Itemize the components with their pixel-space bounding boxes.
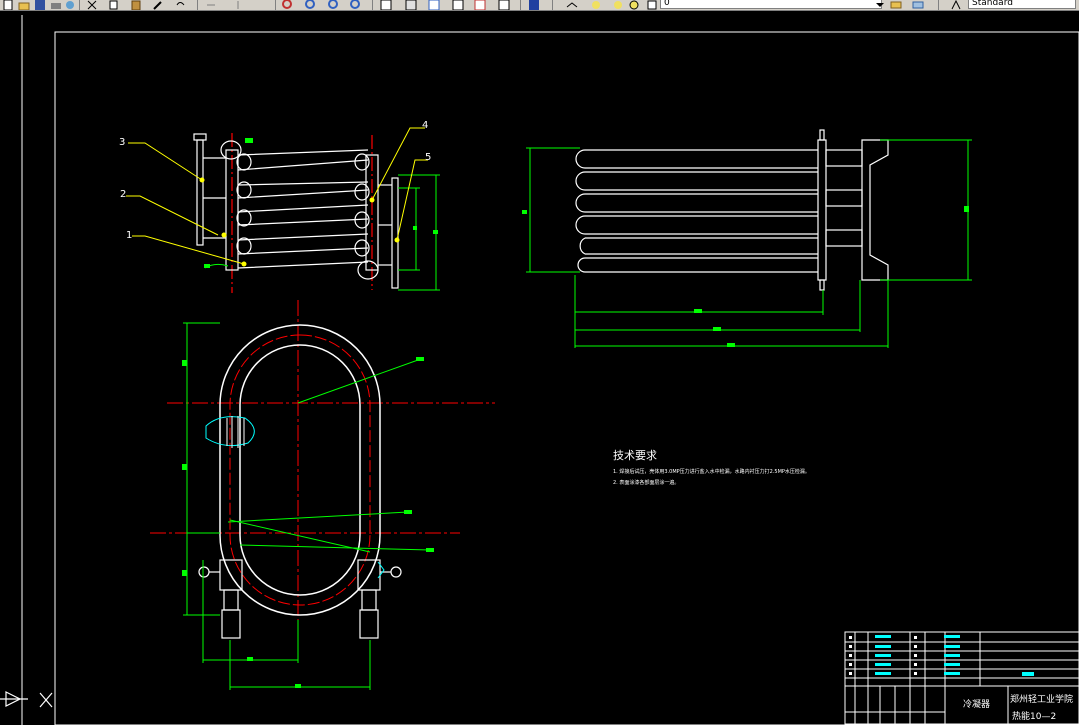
design-center-icon[interactable] xyxy=(380,0,392,10)
coil-tubes xyxy=(237,149,369,269)
markup-icon[interactable] xyxy=(452,0,464,10)
match-prop-icon[interactable] xyxy=(152,0,164,10)
tube-bend xyxy=(236,237,252,255)
balloon-label: 2 xyxy=(120,189,126,200)
sheet-set-icon[interactable] xyxy=(428,0,440,10)
balloon-label: 1 xyxy=(126,230,132,241)
title-block xyxy=(844,631,1079,725)
side-view xyxy=(193,133,399,293)
title-block-drawing-name: 冷凝器 xyxy=(963,698,990,710)
tube-bend xyxy=(236,153,252,171)
coil-end-bottom xyxy=(357,260,379,280)
layer-dropdown-value: 0 xyxy=(664,0,670,8)
paste-icon[interactable] xyxy=(130,0,142,10)
dimension-text-marker xyxy=(245,138,253,143)
front-view xyxy=(575,129,889,291)
layer-previous-icon[interactable] xyxy=(612,0,624,9)
coil-end-top xyxy=(220,140,242,160)
text-style-value: Standard xyxy=(972,0,1013,8)
tube-bend xyxy=(354,183,370,201)
ucs-icon xyxy=(0,691,53,708)
dimension-text-markers xyxy=(522,206,969,347)
tech-requirements-line: 1. 焊接后试压，壳体用3.0MP压力进行盐入水中检漏，水路内衬压力打2.5MP… xyxy=(613,468,810,475)
balloon-label: 5 xyxy=(425,152,431,163)
tube-bend xyxy=(236,209,252,227)
properties-icon[interactable] xyxy=(350,0,362,9)
open-icon[interactable] xyxy=(18,0,30,10)
title-block-row-markers xyxy=(849,636,917,675)
help-icon[interactable] xyxy=(528,0,540,10)
left-header-pipe xyxy=(225,149,239,271)
layer-lock-icon[interactable] xyxy=(646,0,658,10)
zoom-realtime-icon[interactable] xyxy=(282,0,294,9)
dimension-text-marker xyxy=(204,264,210,268)
tool-palette-icon[interactable] xyxy=(405,0,417,10)
copy-icon[interactable] xyxy=(108,0,120,10)
inlet-header-pipe xyxy=(196,139,204,246)
layer-walk-icon[interactable] xyxy=(912,0,924,9)
layer-dropdown[interactable]: 0 xyxy=(660,0,882,9)
plan-view xyxy=(150,300,495,640)
print-icon[interactable] xyxy=(50,0,62,9)
layer-color-icon[interactable] xyxy=(628,0,640,10)
redo-icon[interactable] xyxy=(205,0,217,8)
inlet-header-cap xyxy=(193,133,207,141)
zoom-previous-icon[interactable] xyxy=(328,0,340,9)
save-icon[interactable] xyxy=(34,0,46,10)
new-icon[interactable] xyxy=(2,0,14,10)
tube-bend xyxy=(354,153,370,171)
preview-icon[interactable] xyxy=(64,0,76,9)
text-style-dropdown[interactable]: Standard xyxy=(968,0,1076,9)
tech-requirements-title: 技术要求 xyxy=(613,449,657,462)
zoom-window-icon[interactable] xyxy=(305,0,317,9)
layer-state-icon[interactable] xyxy=(590,0,602,9)
right-header-pipe xyxy=(365,154,379,271)
tube-bend xyxy=(354,211,370,229)
chevron-down-icon[interactable] xyxy=(874,0,886,8)
tube-bend xyxy=(236,181,252,199)
style-icon[interactable] xyxy=(950,0,962,10)
title-block-drawing-number: 热能10—2 xyxy=(1012,710,1056,722)
layer-manager-icon[interactable] xyxy=(566,0,578,8)
drawing-frame xyxy=(54,31,1079,725)
pan-icon[interactable] xyxy=(232,0,244,9)
front-fitting xyxy=(825,149,863,167)
front-end-plate xyxy=(861,139,889,281)
front-header-pipe xyxy=(817,139,827,281)
calculator-icon[interactable] xyxy=(498,0,510,10)
dimension-text-markers xyxy=(182,357,434,688)
leader-dots xyxy=(199,177,400,267)
drawing-canvas[interactable]: 3 2 1 4 5 xyxy=(0,11,1079,725)
tube-bend xyxy=(354,239,370,257)
front-view-dimensions xyxy=(526,139,972,348)
outlet-header-pipe xyxy=(391,177,399,289)
balloon-label: 4 xyxy=(422,120,428,131)
title-block-cells xyxy=(875,635,1034,676)
layer-make-current-icon[interactable] xyxy=(890,0,902,9)
title-block-institute: 郑州轻工业学院 xyxy=(1010,693,1073,705)
undo-icon[interactable] xyxy=(174,0,186,8)
cut-icon[interactable] xyxy=(86,0,98,10)
dimension-text-marker xyxy=(433,230,438,234)
standard-toolbar: 0 Standard xyxy=(0,0,1079,11)
markup-icon-2[interactable] xyxy=(474,0,486,10)
balloon-label: 3 xyxy=(119,137,125,148)
balloon-leaders xyxy=(126,127,428,265)
tech-requirements-line: 2. 表面涂漆各部面层涂一遍。 xyxy=(613,479,679,486)
dimension-text-marker xyxy=(413,226,417,230)
